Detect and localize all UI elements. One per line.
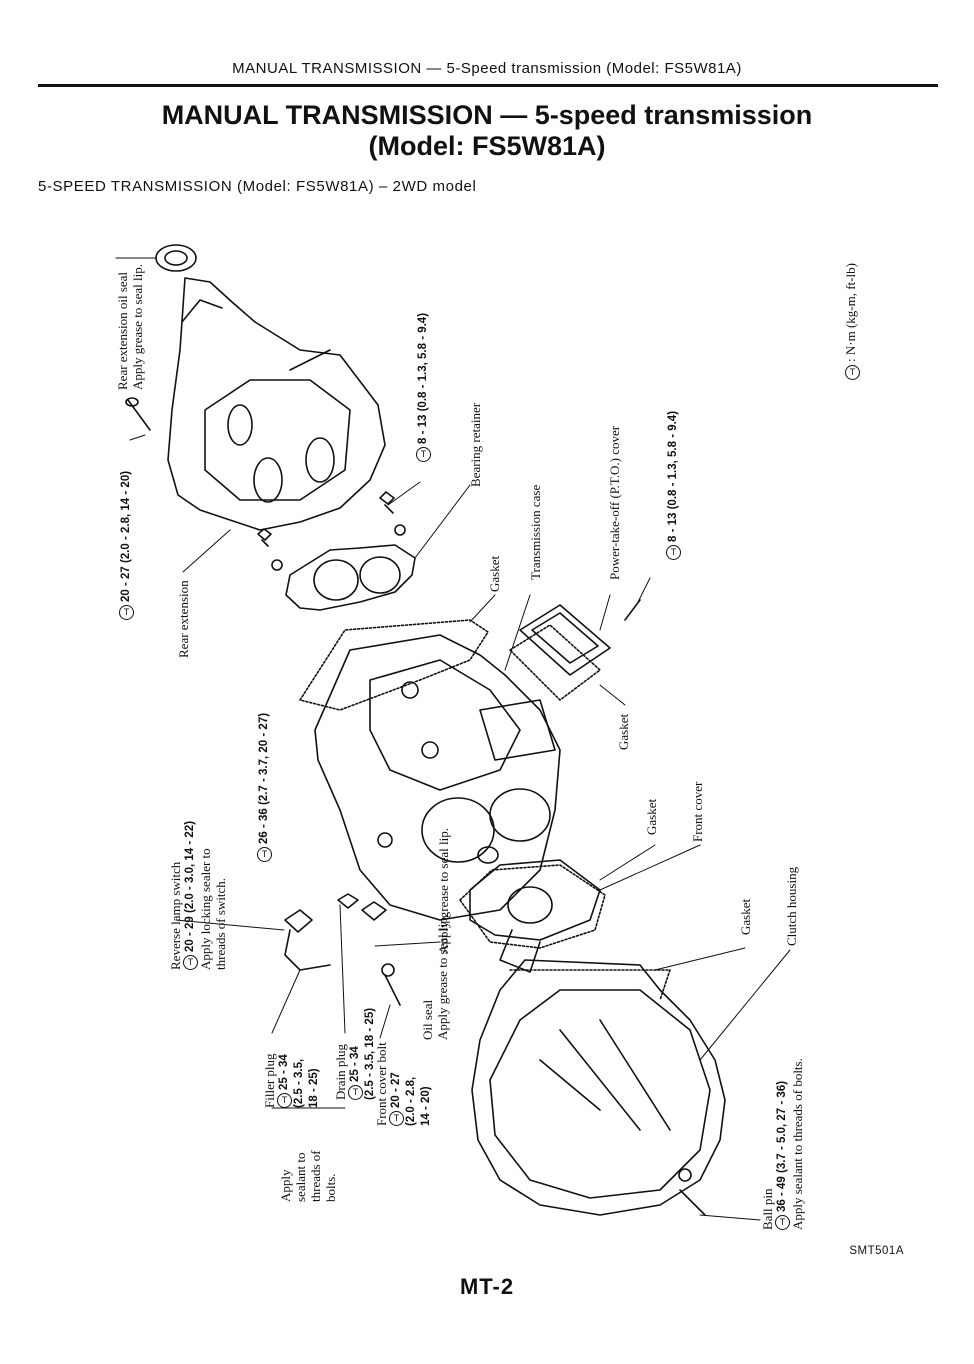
torque-icon: T bbox=[348, 1085, 363, 1100]
pto-bolt-part bbox=[624, 599, 641, 621]
transmission-case-label: Transmission case bbox=[528, 484, 543, 580]
torque-icon: T bbox=[119, 605, 134, 620]
ball-pin-part bbox=[679, 1189, 706, 1216]
bearing-washer-part bbox=[394, 524, 406, 536]
gasket-4-label: Gasket bbox=[738, 898, 753, 935]
torque-icon: T bbox=[257, 847, 272, 862]
rear-extension-label: Rear extension bbox=[176, 580, 191, 658]
page-title-line1: MANUAL TRANSMISSION — 5-speed transmissi… bbox=[161, 100, 813, 130]
ball-pin-label: Ball pin T36 - 49 (3.7 - 5.0, 27 - 36) A… bbox=[760, 1058, 805, 1230]
page-title: MANUAL TRANSMISSION — 5-speed transmissi… bbox=[0, 100, 974, 162]
exploded-view-figure: Rear extension oil seal Apply grease to … bbox=[0, 230, 974, 1280]
torque-icon: T bbox=[666, 545, 681, 560]
bearing-retainer-part bbox=[285, 544, 416, 611]
gasket-3-label: Gasket bbox=[644, 798, 659, 835]
filler-plug-label: Filler plug T25 - 34 (2.5 - 3.5, 18 - 25… bbox=[262, 1053, 320, 1108]
bearing-torque-label: T8 - 13 (0.8 - 1.3, 5.8 - 9.4) bbox=[414, 313, 431, 462]
pto-cover-label: Power-take-off (P.T.O.) cover bbox=[607, 425, 622, 580]
front-cover-label: Front cover bbox=[690, 781, 705, 842]
pto-torque-label: T8 - 13 (0.8 - 1.3, 5.8 - 9.4) bbox=[664, 411, 681, 560]
clutch-housing-label: Clutch housing bbox=[784, 866, 799, 946]
pto-cover-part bbox=[519, 604, 611, 676]
torque-icon: T bbox=[183, 955, 198, 970]
front-cover-bolt-part bbox=[384, 974, 401, 1006]
torque-icon: T bbox=[416, 447, 431, 462]
clutch-housing-part bbox=[471, 959, 726, 1216]
torque-icon: T bbox=[845, 365, 860, 380]
rear-extension-part bbox=[167, 277, 386, 531]
page-number: MT-2 bbox=[459, 1274, 515, 1299]
rear-oil-seal-label: Rear extension oil seal Apply grease to … bbox=[115, 264, 145, 390]
rear-oil-seal-part bbox=[155, 244, 197, 272]
torque-icon: T bbox=[389, 1111, 404, 1126]
front-gasket-part bbox=[459, 864, 606, 949]
torque-icon: T bbox=[277, 1093, 292, 1108]
page-title-line2: (Model: FS5W81A) bbox=[368, 131, 606, 161]
rear-ext-torque-label: T20 - 27 (2.0 - 2.8, 14 - 20) bbox=[117, 471, 134, 620]
torque-icon: T bbox=[775, 1215, 790, 1230]
reverse-lamp-switch-part bbox=[284, 909, 331, 971]
front-cover-bolt-label: Front cover bolt T20 - 27 (2.0 - 2.8, 14… bbox=[374, 1042, 432, 1126]
header-rule bbox=[38, 84, 938, 87]
bearing-bolt-part bbox=[379, 491, 395, 514]
bearing-retainer-label: Bearing retainer bbox=[468, 402, 483, 487]
gasket-2-label: Gasket bbox=[616, 713, 631, 750]
running-header: MANUAL TRANSMISSION — 5-Speed transmissi… bbox=[232, 60, 742, 77]
gasket-1-part bbox=[299, 619, 489, 711]
front-oil-seal-part bbox=[477, 846, 499, 864]
front-cover-part bbox=[469, 859, 601, 973]
leader-lines bbox=[115, 257, 791, 1221]
oil-seal-label: Oil seal Apply grease to seal lip. bbox=[420, 914, 450, 1040]
drain-plug-part bbox=[337, 893, 359, 909]
figure-subtitle: 5-SPEED TRANSMISSION (Model: FS5W81A) – … bbox=[38, 178, 477, 195]
filler-plug-part bbox=[361, 901, 387, 921]
transmission-case-part bbox=[314, 634, 561, 921]
figure-code: SMT501A bbox=[849, 1245, 904, 1257]
gasket-1-label: Gasket bbox=[487, 555, 502, 592]
exploded-view-drawing bbox=[115, 244, 791, 1221]
reverse-lamp-switch-label: Reverse lamp switch T20 - 29 (2.0 - 3.0,… bbox=[168, 820, 228, 970]
case-torque-label: T26 - 36 (2.7 - 3.7, 20 - 27) bbox=[255, 713, 272, 862]
apply-sealant-label: Apply sealant to threads of bolts. bbox=[278, 1150, 338, 1202]
rear-ext-bolt-part bbox=[125, 397, 151, 431]
torque-legend: T: N·m (kg-m, ft-lb) bbox=[843, 263, 860, 380]
drain-plug-label: Drain plug T25 - 34 (2.5 - 3.5, 18 - 25) bbox=[333, 1007, 376, 1100]
